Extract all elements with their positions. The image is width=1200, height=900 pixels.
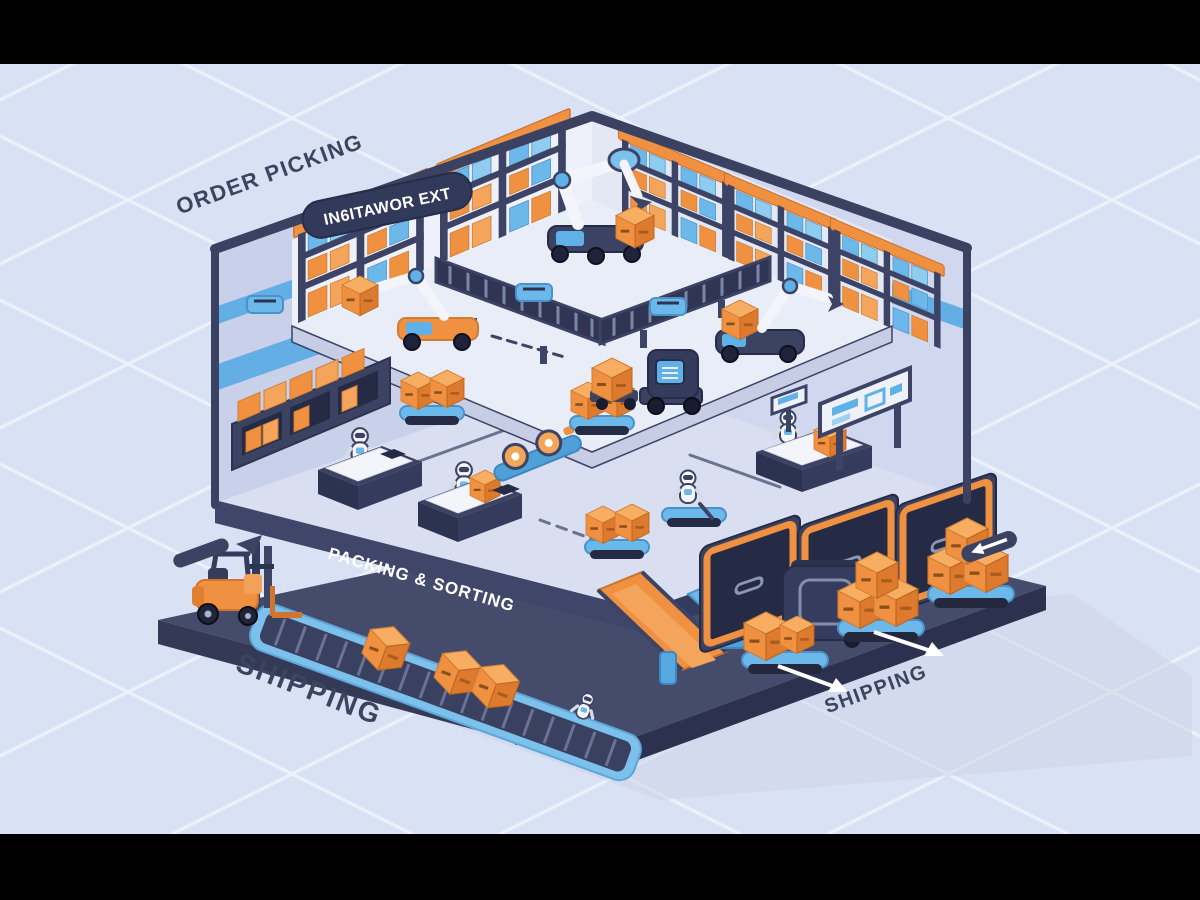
agv-cart (399, 369, 465, 426)
agv-cart (584, 503, 650, 560)
packing-table (318, 428, 422, 510)
small-signboard (770, 383, 808, 432)
agv-robot-arm-right (715, 277, 844, 363)
agv-robot-arm-left (341, 267, 479, 351)
tape-station (493, 425, 582, 482)
packing-table (418, 462, 522, 542)
tote-bin (514, 282, 554, 303)
info-signboard (818, 365, 912, 470)
arrow-right-icon (236, 535, 262, 556)
tote-bin (245, 294, 285, 315)
storage-counter (231, 347, 391, 472)
floor-marker-right (961, 530, 1017, 562)
zone-banner: IN6ITAWOR EXT (301, 171, 473, 239)
floor-marker-left (173, 535, 262, 568)
dock-flow-arrow (777, 630, 944, 692)
shipping-conveyor (249, 603, 642, 782)
forklift (192, 542, 302, 626)
letterbox-bottom (0, 834, 1200, 900)
robot-arm-station (547, 147, 655, 265)
arrow-left-icon (971, 537, 1008, 555)
tug-truck (590, 349, 703, 415)
letterbox-top (0, 0, 1200, 64)
robot-rider-cart (661, 468, 727, 528)
tote-bin (648, 296, 688, 317)
